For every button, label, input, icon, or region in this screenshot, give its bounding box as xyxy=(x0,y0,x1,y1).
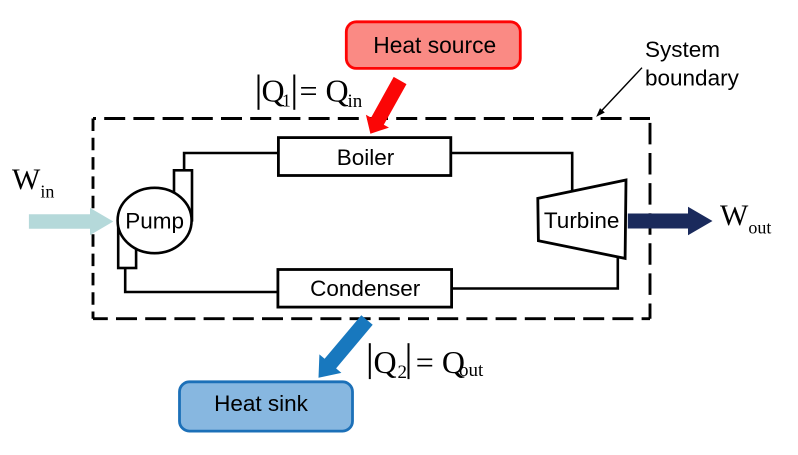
svg-text:= Q: = Q xyxy=(300,72,349,108)
svg-text:1: 1 xyxy=(282,91,291,111)
svg-text:Heat source: Heat source xyxy=(373,32,496,58)
svg-text:Boiler: Boiler xyxy=(337,145,395,170)
svg-text:Heat sink: Heat sink xyxy=(214,391,309,416)
svg-text:in: in xyxy=(348,91,363,112)
svg-text:2: 2 xyxy=(398,362,408,383)
svg-text:System: System xyxy=(645,37,720,62)
svg-text:Turbine: Turbine xyxy=(544,208,619,233)
svg-text:Q: Q xyxy=(374,344,397,380)
svg-text:Wout: Wout xyxy=(720,199,771,238)
svg-text:Pump: Pump xyxy=(125,209,184,234)
svg-text:boundary: boundary xyxy=(645,65,740,90)
svg-text:= Q: = Q xyxy=(416,344,465,380)
svg-text:out: out xyxy=(459,360,484,381)
svg-text:Q: Q xyxy=(262,73,285,109)
svg-text:Condenser: Condenser xyxy=(310,276,421,301)
